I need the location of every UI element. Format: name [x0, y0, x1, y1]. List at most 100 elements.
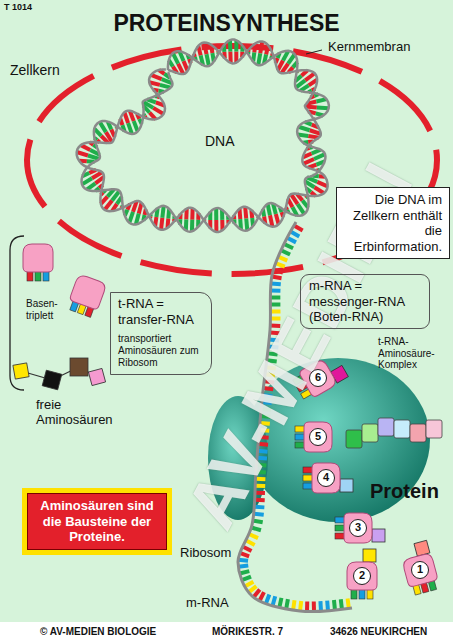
trna-body: [69, 274, 107, 311]
base-pair: [303, 159, 314, 164]
amino-acid: [363, 549, 376, 562]
callout-number: 1: [412, 562, 428, 577]
part-label: m-RNA: [186, 596, 229, 611]
mrna-base: [318, 601, 323, 611]
base-pair: [88, 155, 99, 158]
trna-molecule: [399, 540, 441, 596]
box-text: transportiert Aminosäuren zum Ribosom: [118, 333, 204, 369]
base-pair: [124, 112, 128, 123]
footer-text: © AV-MEDIEN BIOLOGIE: [40, 626, 156, 638]
mrna-base: [341, 599, 342, 609]
amino-acid: [70, 358, 88, 376]
trna-body: [23, 244, 53, 272]
trna-molecule: [23, 244, 53, 281]
base-pair: [139, 203, 142, 214]
amino-acid: [13, 363, 29, 379]
base-pair: [100, 122, 106, 132]
box-text: Aminosäuren sind die Bausteine der Prote…: [32, 498, 162, 545]
trna-molecule: [347, 549, 377, 599]
base-pair: [268, 204, 270, 215]
mrna-base: [249, 534, 258, 538]
protein-chain: [346, 418, 442, 448]
base-pair: [258, 53, 260, 65]
mrna-base: [253, 521, 263, 523]
callout-circle: 1: [411, 561, 429, 579]
base-pair: [276, 214, 279, 224]
trna-molecule: [335, 513, 385, 543]
amino-acid: [372, 529, 385, 542]
part-label: Kernmembran: [326, 40, 412, 55]
poster-title: PROTEINSYNTHESE: [0, 10, 453, 36]
callout-number: 2: [354, 568, 370, 583]
callout-circle: 6: [309, 369, 327, 387]
base-pair: [207, 54, 209, 66]
info-box: Die DNA im Zellkern enthält die Erbinfor…: [336, 187, 450, 259]
mrna-base: [240, 571, 250, 573]
box-text: m-RNA = messenger-RNA (Boten-RNA): [309, 278, 421, 325]
mrna-base: [249, 586, 257, 592]
callout-circle: 4: [317, 469, 335, 487]
base-pair: [134, 121, 138, 131]
base-pair: [87, 183, 96, 189]
callout-number: 4: [318, 470, 334, 485]
amino-acid: [42, 370, 62, 390]
dna-helix: [77, 39, 329, 231]
mrna-base: [245, 582, 254, 587]
mrna-base: [348, 599, 349, 609]
dna-backbone: [82, 39, 329, 231]
base-pair: [105, 200, 112, 209]
base-pair: [204, 43, 206, 55]
mrna-base: [325, 601, 330, 611]
base-pair: [314, 154, 325, 159]
footer-band: [0, 622, 453, 640]
amino-acid: [394, 420, 410, 438]
callout-circle: 5: [309, 428, 327, 446]
part-label: freie Aminosäuren: [36, 398, 131, 428]
callout-number: 6: [310, 370, 326, 385]
base-pair: [260, 42, 262, 54]
box-text: Die DNA im Zellkern enthält die Erbinfor…: [344, 192, 442, 254]
dna-backbone: [77, 42, 328, 232]
base-pair: [151, 75, 162, 79]
base-pair: [160, 85, 171, 88]
trna-molecule: [66, 274, 107, 319]
amino-acid: [340, 479, 353, 492]
mrna-base: [287, 238, 296, 243]
amino-acid: [346, 430, 362, 448]
region-label: Zellkern: [10, 62, 60, 78]
base-pair: [81, 145, 90, 150]
base-pair: [316, 99, 326, 101]
mrna-base: [242, 577, 251, 581]
base-pair: [298, 204, 305, 214]
base-pair: [298, 127, 309, 131]
part-label: Protein: [370, 480, 439, 503]
note-box: Aminosäuren sind die Bausteine der Prote…: [22, 488, 172, 555]
base-pair: [173, 53, 178, 64]
amino-acid: [378, 418, 394, 436]
callout-number: 5: [310, 429, 326, 444]
base-pair: [129, 212, 133, 223]
base-pair: [288, 54, 295, 63]
mrna-base: [312, 601, 316, 611]
callout-circle: 2: [353, 567, 371, 585]
footer-text: 34626 NEUKIRCHEN: [330, 626, 427, 638]
callout-circle: 3: [349, 519, 367, 537]
base-pair: [246, 219, 247, 231]
base-pair: [153, 108, 163, 114]
mrna-base: [294, 225, 303, 230]
amino-acid: [410, 424, 426, 442]
part-label: Basen-triplett: [26, 298, 70, 321]
mrna-base: [305, 601, 309, 611]
callout-number: 3: [350, 520, 366, 535]
definition-box: m-RNA = messenger-RNA (Boten-RNA): [300, 274, 430, 329]
trna-body: [402, 553, 438, 588]
mrna-base: [291, 232, 300, 237]
free-amino-acids: [13, 358, 106, 390]
base-pair: [82, 178, 92, 184]
amino-acid: [88, 368, 105, 385]
mrna-base: [251, 527, 261, 530]
part-label: t-RNA-Aminosäure-Komplex: [378, 336, 448, 371]
trna-body: [347, 562, 377, 590]
mrna-base: [238, 566, 248, 567]
